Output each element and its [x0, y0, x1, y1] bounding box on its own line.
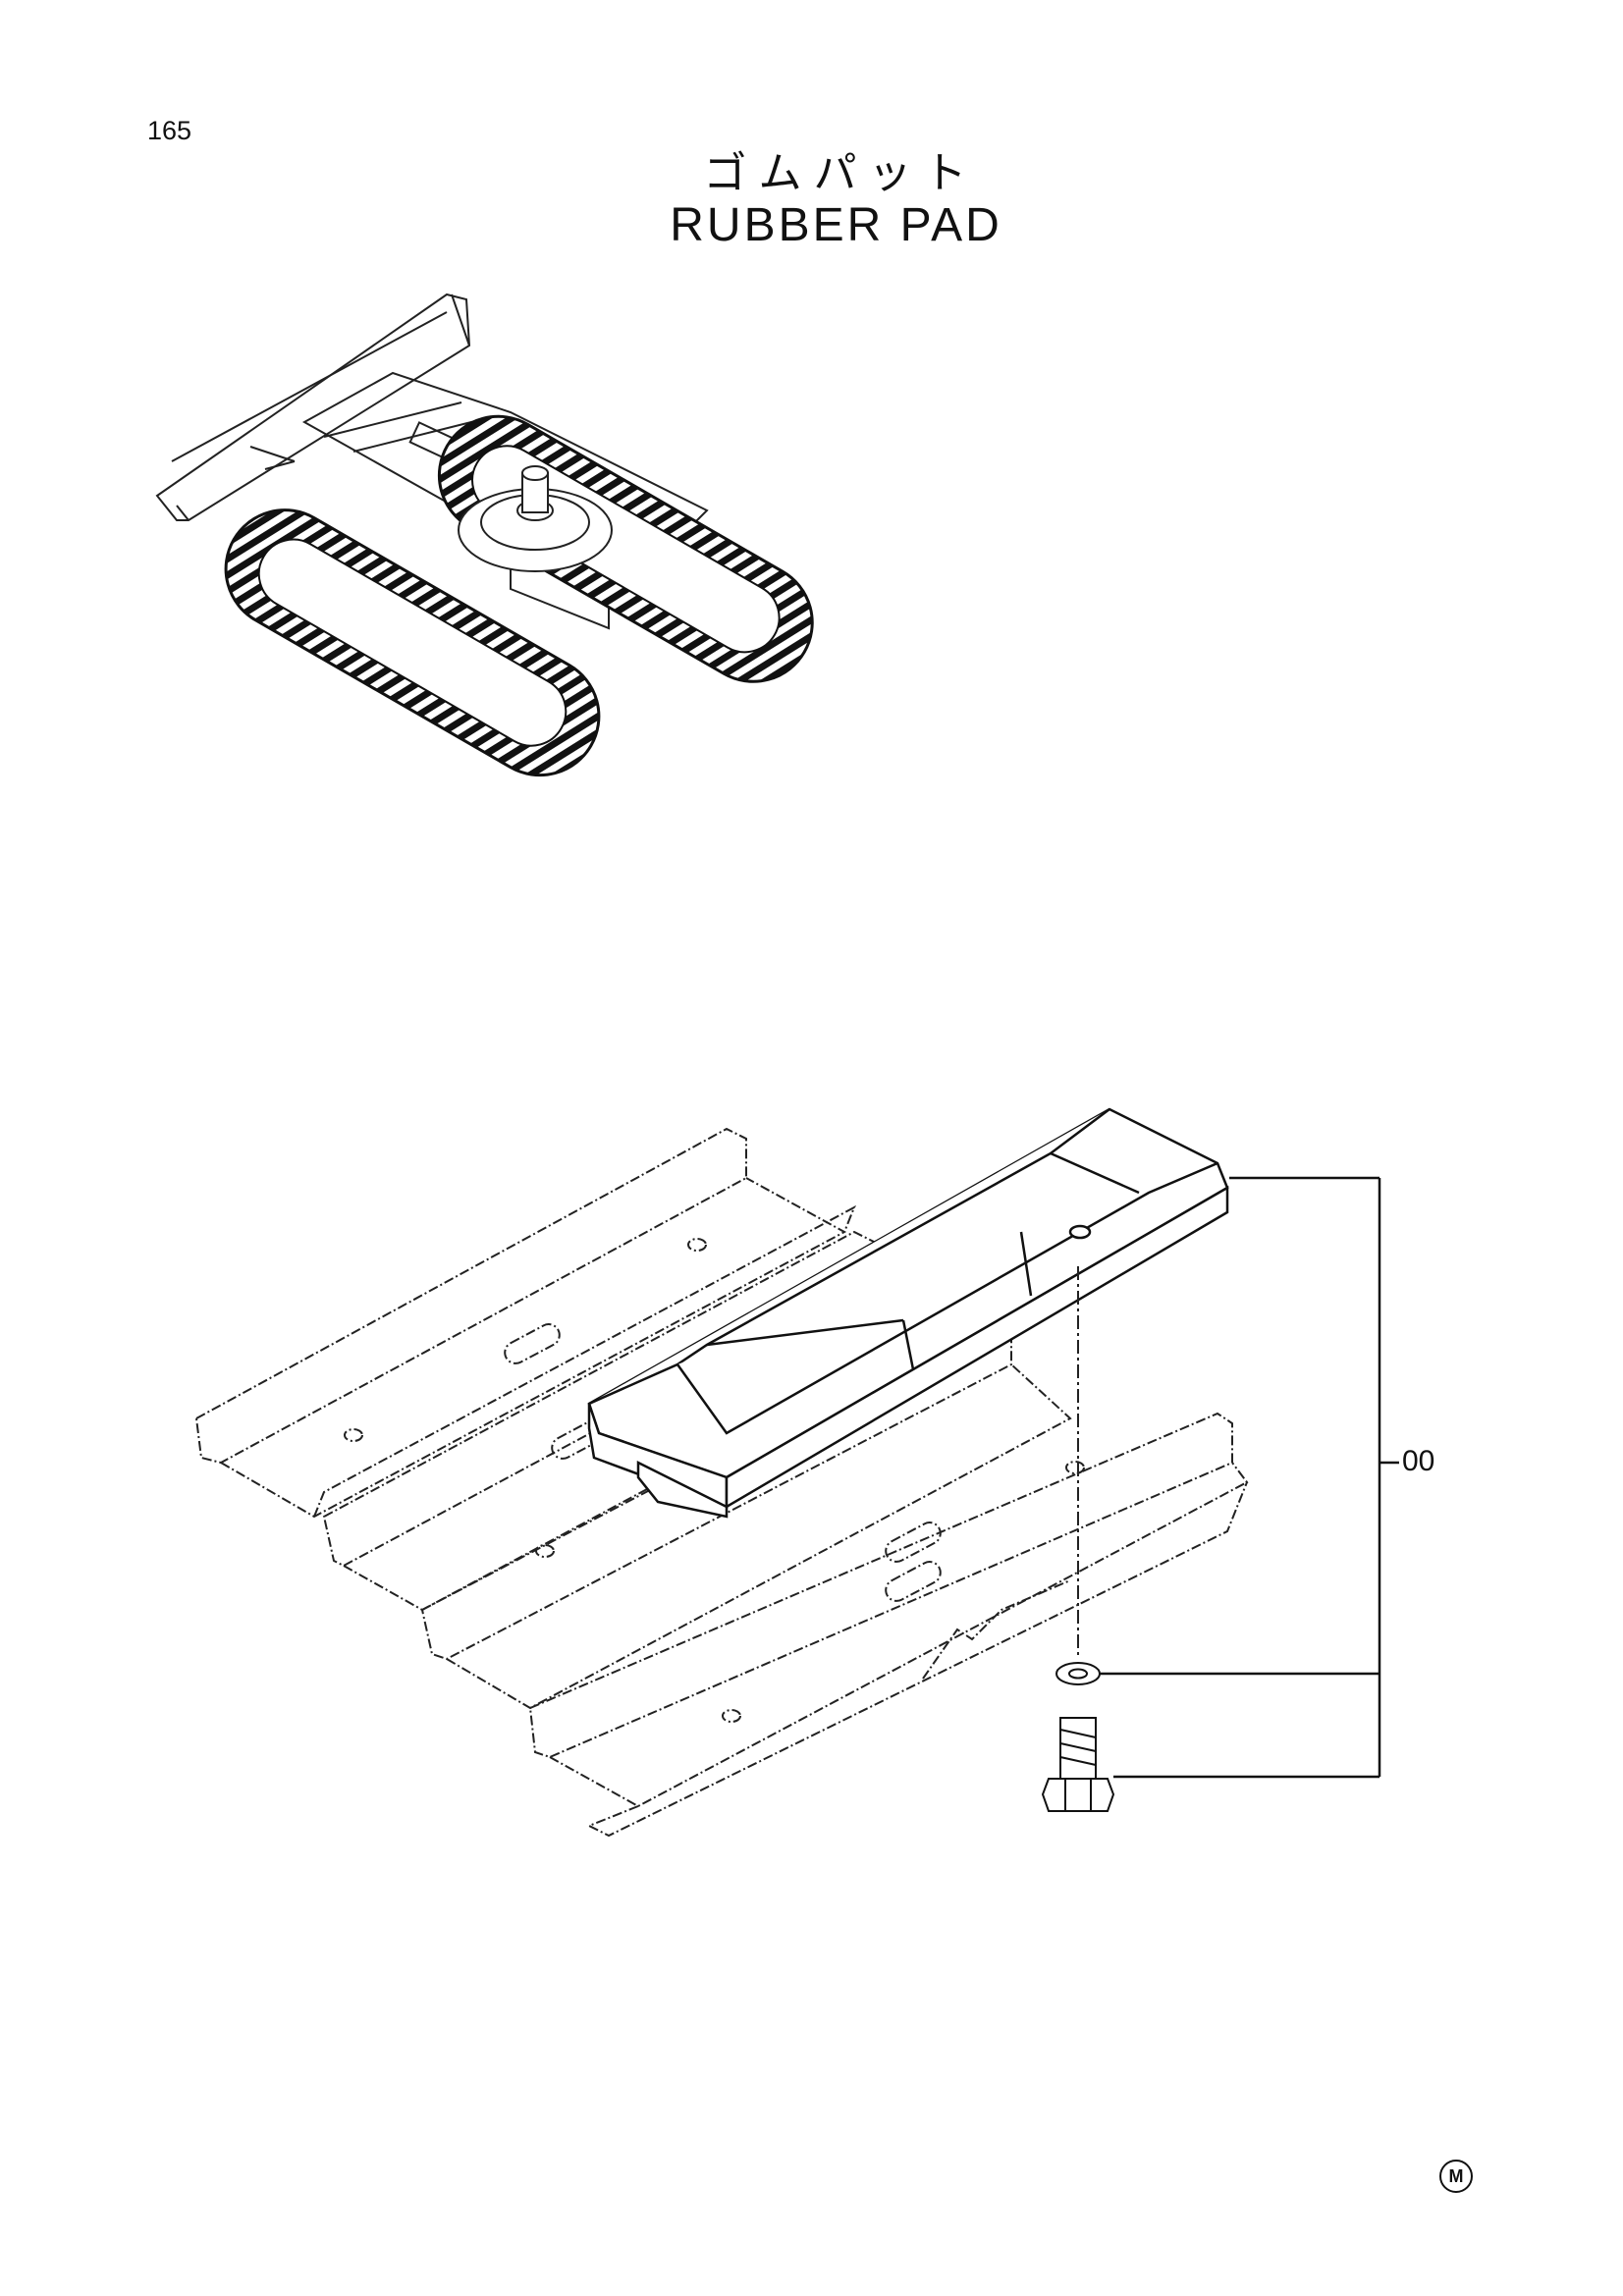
rubber-pad — [587, 1107, 1229, 1519]
bolt — [1041, 1717, 1115, 1812]
front-track — [224, 508, 601, 777]
swing-bearing — [458, 465, 613, 572]
callout-label-group: 00 — [1402, 1445, 1435, 1477]
circled-m-mark: M — [1439, 2160, 1473, 2193]
callout-bracket — [1100, 1176, 1399, 1779]
page-title-english: RUBBER PAD — [670, 199, 1002, 251]
page-title-japanese: ゴムパット — [703, 148, 979, 198]
dozer-blade — [155, 293, 471, 521]
page-number: 165 — [147, 116, 192, 145]
washer — [1055, 1662, 1101, 1685]
